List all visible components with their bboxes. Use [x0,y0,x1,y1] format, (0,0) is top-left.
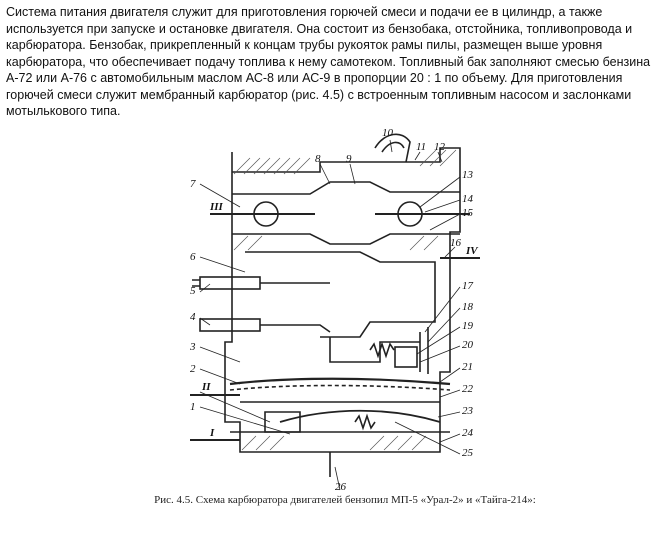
part-label-7: 7 [190,178,196,190]
part-label-16: 16 [450,237,462,249]
part-label-13: 13 [462,169,474,181]
part-label-5: 5 [190,285,196,297]
part-label-22: 22 [462,383,474,395]
part-label-26: 26 [335,481,347,492]
carburetor-diagram: 1 2 3 4 5 6 7 8 9 10 11 12 13 14 15 16 1… [189,127,480,492]
part-label-25: 25 [462,447,474,459]
part-label-11: 11 [416,141,426,153]
part-label-18: 18 [462,301,474,313]
body-paragraph: Система питания двигателя служит для при… [6,5,651,118]
part-label-10: 10 [382,127,394,139]
part-label-21: 21 [462,361,473,373]
section-mark-2: II [201,381,211,393]
part-label-24: 24 [462,427,474,439]
section-mark-3: III [209,201,224,213]
part-label-20: 20 [462,339,474,351]
part-label-4: 4 [190,311,196,323]
part-label-23: 23 [462,405,474,417]
part-label-2: 2 [190,363,196,375]
part-label-6: 6 [190,251,196,263]
part-label-3: 3 [189,341,196,353]
section-mark-4: IV [465,245,479,257]
part-label-15: 15 [462,207,474,219]
part-label-12: 12 [434,141,446,153]
part-label-8: 8 [315,153,321,165]
part-label-14: 14 [462,193,474,205]
figure-caption: Рис. 4.5. Схема карбюратора двигателей б… [154,494,536,506]
section-mark-1: I [209,427,215,439]
part-label-17: 17 [462,280,474,292]
part-label-1: 1 [190,401,196,413]
part-label-19: 19 [462,320,474,332]
part-label-9: 9 [346,153,352,165]
